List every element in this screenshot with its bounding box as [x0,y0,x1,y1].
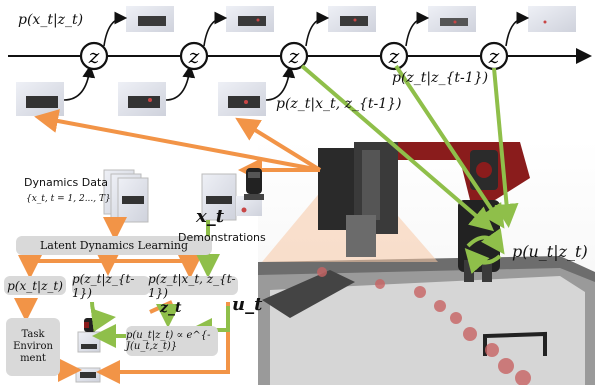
orange-feedback-arrows [34,109,322,182]
transition-label: p(z_t|z_{t-1}) [392,70,489,86]
thumb-bottom-1 [16,82,64,116]
latent-node-2: z [179,41,209,71]
thumb-top-3 [328,6,376,32]
demonstrations-label: Demonstrations [178,231,266,244]
env-robot-icon [84,318,96,332]
thumb-bottom-2 [118,82,166,116]
latent-node-5: z [479,41,509,71]
task-environment-box: Task Environ ment [6,318,60,376]
transition-model-box: p(z_t|z_{t-1}) [72,272,150,300]
latent-node-4: z [379,41,409,71]
latent-dynamics-learning: Latent Dynamics Learning [16,236,212,255]
svg-text:z: z [88,44,100,68]
svg-text:z: z [288,44,300,68]
environment-image [75,331,101,383]
dynamics-data-title: Dynamics Data [24,176,109,189]
demonstration-image [201,173,262,221]
u-t-label: u_t [232,294,263,315]
policy-expression-box: p(u_t|z_t) ∝ e^{-J(u_t,z_t)} [126,326,218,356]
emission-model-box: p(x_t|z_t) [4,276,66,295]
dynamics-data-set: {x_t, t = 1, 2..., T} [26,194,111,204]
top-chain: z z z z z [8,6,592,116]
robot-policy-label: p(u_t|z_t) [512,242,588,261]
task-env-line-2: Environ [13,341,53,352]
thumb-top-2 [226,6,274,32]
green-policy-arrows [300,64,519,232]
dynamics-data-stack [103,169,149,223]
thumb-top-4 [428,6,476,32]
emission-label: p(x_t|z_t) [18,12,84,28]
thumb-bottom-3 [218,82,266,116]
thumb-top-5 [528,6,576,32]
thumb-top-1 [126,6,174,32]
robot-photo [258,140,595,385]
robot-icon [244,168,264,200]
svg-text:z: z [488,44,500,68]
task-env-line-1: Task [21,329,45,340]
inference-model-box: p(z_t|x_t, z_{t-1}) [148,272,238,300]
demo-x-label: x_t [196,206,225,227]
inference-label: p(z_t|x_t, z_{t-1}) [276,96,402,112]
svg-text:z: z [188,44,200,68]
latent-node-3: z [279,41,309,71]
z-t-label: z_t [160,300,182,316]
svg-text:z: z [388,44,400,68]
latent-node-1: z [79,41,109,71]
task-env-line-3: ment [20,353,46,364]
